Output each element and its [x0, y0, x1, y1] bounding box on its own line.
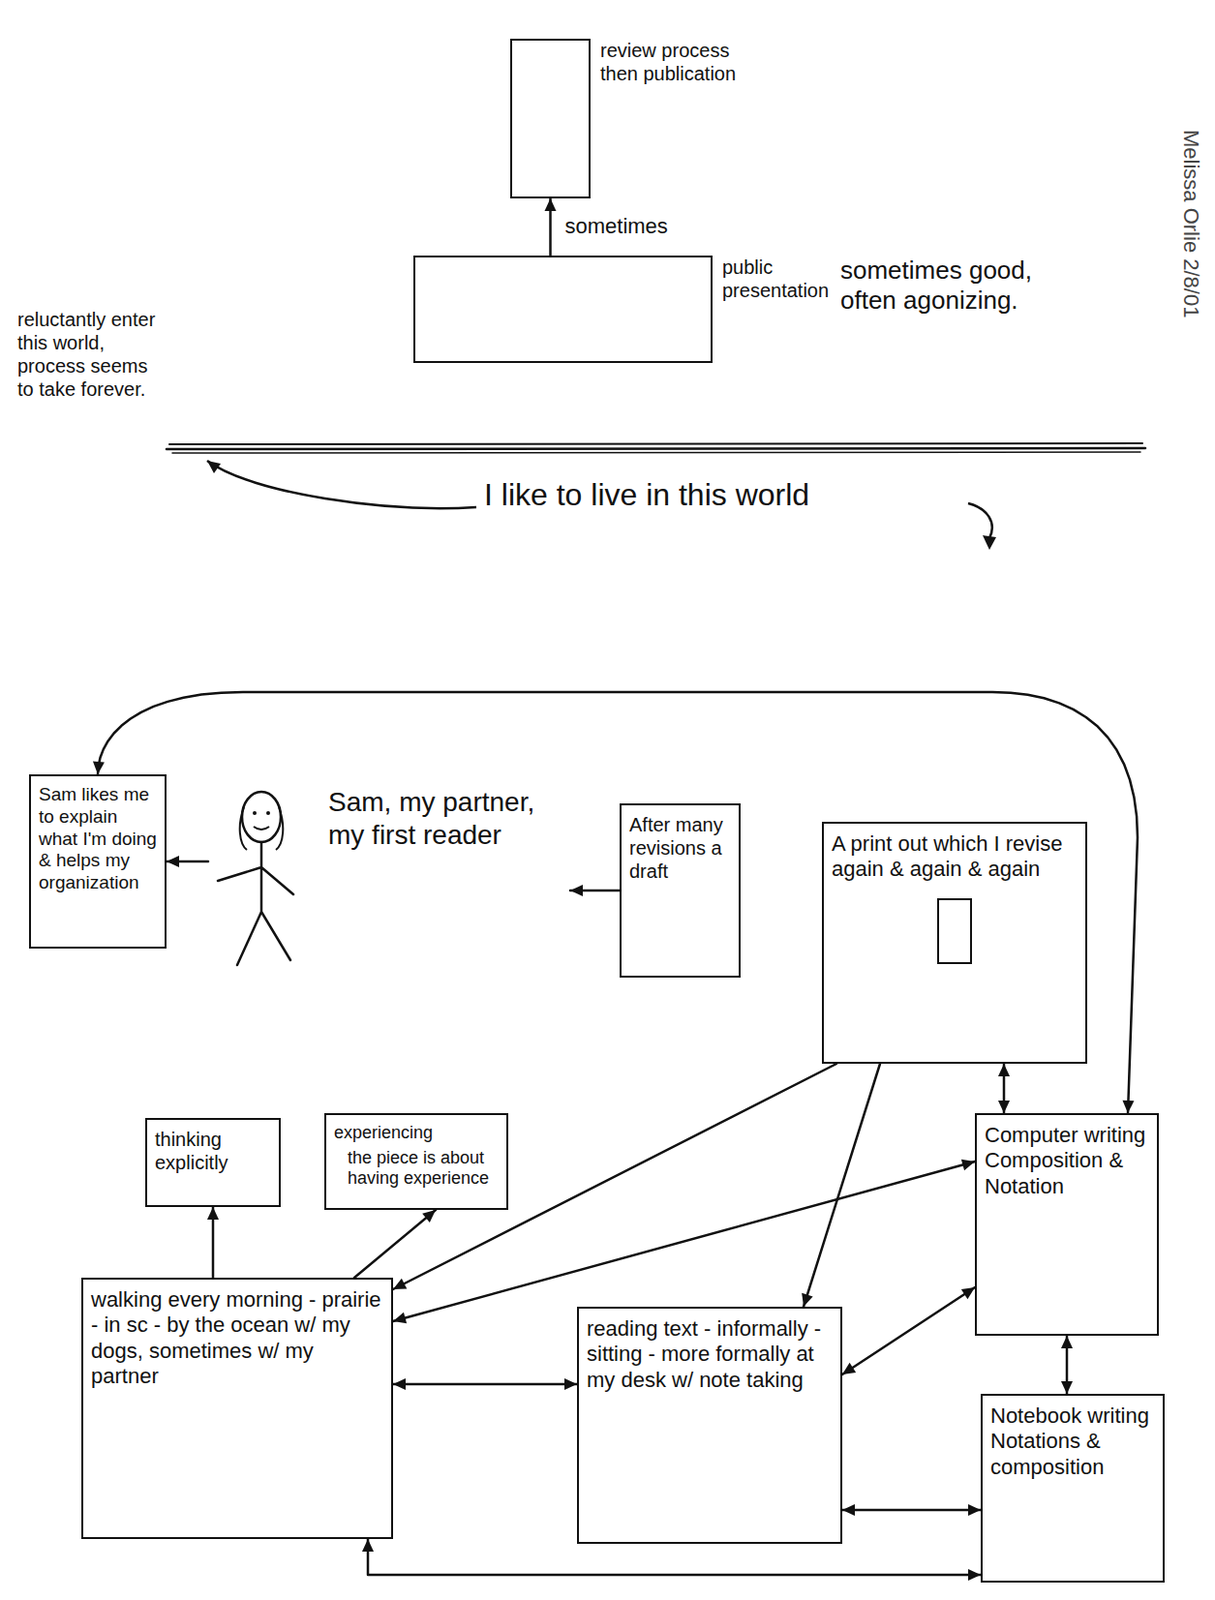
box-text: experiencing	[334, 1123, 499, 1145]
connector	[393, 1378, 578, 1391]
stick-figure	[208, 786, 305, 971]
side-text: review process then publication	[600, 38, 765, 86]
writing-box: Computer writing Composition & Notation	[974, 1113, 1159, 1337]
connector	[801, 1063, 881, 1307]
box-text: reading text - informally - sitting - mo…	[586, 1316, 833, 1394]
presentation-box: public presentationsometimes good, often…	[413, 255, 1073, 364]
connector-line	[842, 1509, 981, 1513]
box-text: After many revisions a draft	[629, 813, 731, 883]
reader-figure: Sam, my partner, my first reader	[208, 786, 571, 971]
arrow-head	[842, 1504, 855, 1517]
connector	[842, 1287, 975, 1375]
writing-box: Notebook writing Notations & composition	[980, 1394, 1165, 1583]
box-text: Computer writing Composition & Notation	[984, 1123, 1150, 1200]
arrow-head	[961, 1287, 975, 1300]
world-divider-line	[166, 443, 1146, 454]
arrow-head	[570, 884, 583, 897]
arrow-head	[393, 1312, 407, 1325]
box-text: walking every morning - prairie - in sc …	[91, 1287, 384, 1391]
arrow-head	[166, 855, 180, 868]
activity-box: walking every morning - prairie - in sc …	[81, 1277, 394, 1540]
down-arrow	[968, 503, 997, 550]
bracket-arrow	[207, 460, 477, 509]
arrow-head	[1122, 1100, 1134, 1114]
signature: Melissa Orlie 2/8/01	[1178, 117, 1204, 331]
connector	[354, 1210, 436, 1278]
activity-box: experiencing the piece is about having ex…	[324, 1113, 509, 1211]
edge-label: sometimes	[562, 213, 671, 240]
side-text: sometimes good, often agonizing.	[840, 255, 1073, 316]
connector	[207, 1207, 219, 1278]
activity-box: thinking explicitly	[145, 1118, 281, 1208]
arrow-head	[1061, 1336, 1073, 1349]
connector	[570, 884, 620, 897]
arrow-head	[968, 1504, 981, 1517]
world-note: I like to live in this world	[484, 476, 810, 514]
connector-line	[842, 1287, 975, 1375]
arrow-head	[92, 761, 105, 775]
connector-line	[393, 1383, 578, 1387]
empty-rectangle	[510, 38, 591, 199]
connector	[545, 198, 557, 256]
connector	[362, 1539, 981, 1581]
sheet-sketch	[937, 898, 972, 965]
arrow-head	[362, 1539, 374, 1552]
connector-line	[97, 692, 1138, 1114]
publication-box: review process then publication	[510, 38, 765, 199]
box-text: Sam likes me to explain what I'm doing &…	[38, 784, 157, 895]
activity-box: reading text - informally - sitting - mo…	[577, 1306, 843, 1545]
arrow-head	[961, 1159, 975, 1172]
arrow-head	[998, 1100, 1010, 1114]
side-text: public presentation	[722, 255, 831, 303]
connector	[998, 1063, 1010, 1114]
arrow-head	[968, 1569, 981, 1581]
arrow-head	[545, 198, 557, 212]
margin-note: reluctantly enter this world, process se…	[17, 307, 163, 401]
box-text: the piece is about having experience	[334, 1148, 499, 1190]
connector-line	[367, 1539, 981, 1576]
connector	[92, 692, 1138, 1114]
arrow-head	[393, 1378, 406, 1391]
connector	[1061, 1336, 1073, 1395]
arrow-head	[801, 1293, 813, 1307]
arrow-head	[393, 1278, 407, 1290]
box-text: thinking explicitly	[154, 1127, 272, 1175]
box-text: Notebook writing Notations & composition	[990, 1403, 1155, 1481]
arrow-head	[422, 1210, 436, 1223]
box-text: A print out which I revise again & again…	[831, 831, 1078, 883]
draft-box: After many revisions a draft	[619, 803, 741, 978]
connector-line	[803, 1063, 881, 1307]
arrow-head	[998, 1063, 1010, 1077]
connector	[166, 855, 209, 868]
figure-caption: Sam, my partner, my first reader	[328, 786, 571, 851]
empty-rectangle	[413, 255, 713, 364]
arrow-head	[1061, 1381, 1073, 1395]
arrow-head	[207, 1207, 219, 1220]
printout-box: A print out which I revise again & again…	[821, 821, 1088, 1064]
connector	[842, 1504, 981, 1517]
arrow-head	[564, 1378, 578, 1391]
connector-line	[354, 1210, 436, 1278]
note-box: Sam likes me to explain what I'm doing &…	[29, 774, 167, 949]
arrow-head	[842, 1363, 856, 1375]
